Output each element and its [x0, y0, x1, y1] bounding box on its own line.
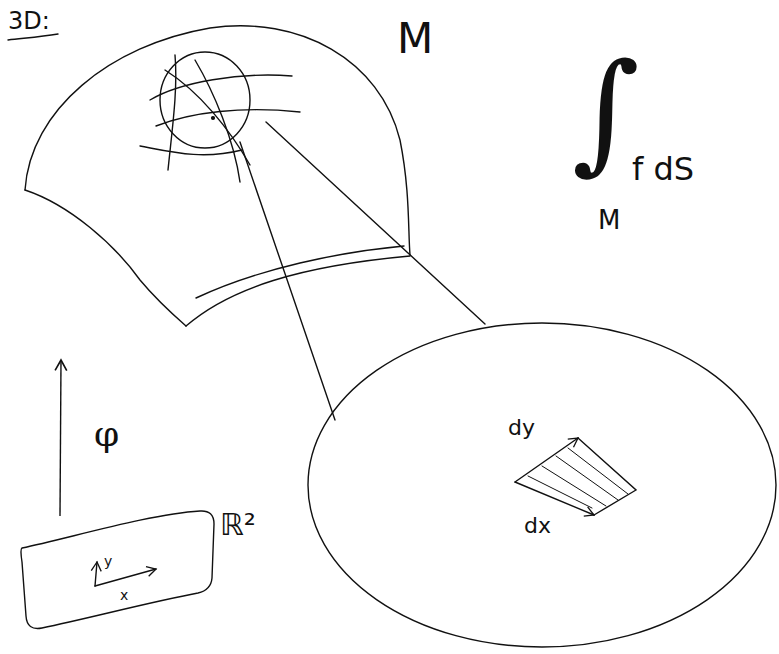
- heading-label: 3D:: [8, 8, 50, 34]
- zoom-circle-outline: [306, 318, 778, 652]
- axis-name: y: [104, 554, 112, 569]
- surface-name: M: [397, 16, 433, 62]
- zoom-line: [240, 142, 335, 420]
- surface-region-outline: [18, 6, 450, 336]
- map-name: φ: [94, 414, 119, 454]
- mapping-arrow: [60, 360, 61, 516]
- differential-dy: dy: [508, 416, 535, 440]
- integral-sign: ∫: [572, 46, 640, 176]
- differential-dx: dx: [524, 514, 551, 538]
- axis-name: x: [120, 588, 128, 603]
- underline: [8, 34, 58, 40]
- integral-domain: M: [598, 206, 620, 235]
- parameter-domain: y x ℝ²: [8, 506, 276, 632]
- space-name: ℝ²: [220, 508, 256, 541]
- zoom-line: [266, 122, 485, 324]
- surface-region: M: [18, 6, 450, 336]
- integrand: f dS: [632, 152, 694, 187]
- zoom-circle: dy dx: [306, 318, 778, 652]
